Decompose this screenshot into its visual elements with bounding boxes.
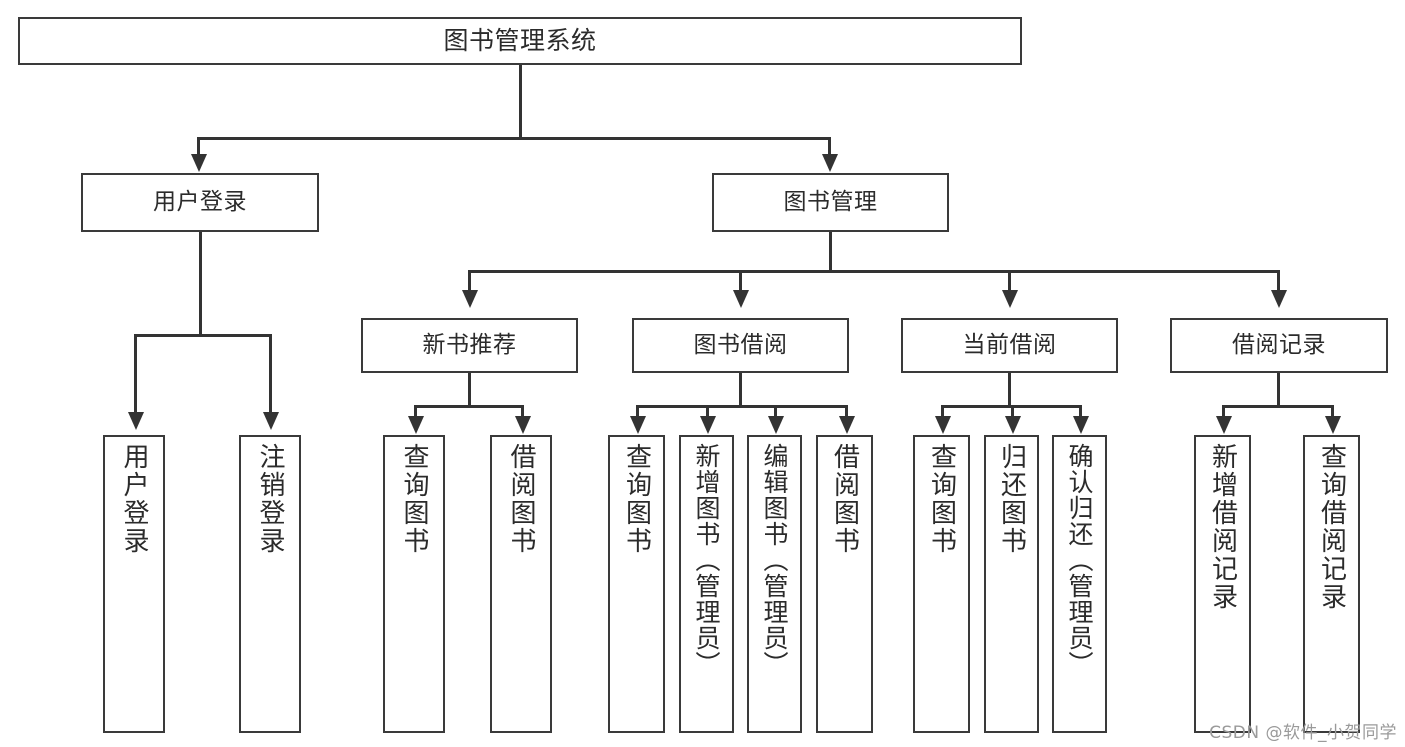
connector-nbr-drop-2 xyxy=(521,405,524,417)
node-new-book-recommend[interactable]: 新书推荐 xyxy=(361,318,578,373)
leaf-user-login[interactable]: 用户登录 xyxy=(103,435,165,733)
connector-user-login-stem xyxy=(199,232,202,336)
node-label: 用户登录 xyxy=(119,443,149,555)
arrow-to-leaf-logout xyxy=(263,412,279,430)
node-label: 借阅图书 xyxy=(829,443,860,555)
leaf-add-borrow-record[interactable]: 新增借阅记录 xyxy=(1194,435,1251,733)
arrow-to-leaf-add-book xyxy=(700,416,716,434)
leaf-edit-book-admin[interactable]: 编辑图书（管理员） xyxy=(747,435,802,733)
leaf-confirm-return-admin[interactable]: 确认归还（管理员） xyxy=(1052,435,1107,733)
node-root-book-management-system[interactable]: 图书管理系统 xyxy=(18,17,1022,65)
csdn-watermark: CSDN @软件_小贺同学 xyxy=(1209,723,1397,743)
arrow-to-leaf-user-login xyxy=(128,412,144,430)
arrow-to-leaf-query-book-1 xyxy=(408,416,424,434)
arrow-to-current-borrow xyxy=(1002,290,1018,308)
connector-br-drop-1 xyxy=(1222,405,1225,417)
node-label: 借阅记录 xyxy=(1232,331,1326,358)
node-label: 注销登录 xyxy=(255,443,285,555)
arrow-to-leaf-query-book-3 xyxy=(935,416,951,434)
connector-root-bar xyxy=(197,137,831,140)
node-label: 新增借阅记录 xyxy=(1207,443,1238,611)
leaf-query-book-borrow[interactable]: 查询图书 xyxy=(608,435,665,733)
node-book-borrow[interactable]: 图书借阅 xyxy=(632,318,849,373)
connector-cb-drop-1 xyxy=(941,405,944,417)
connector-br-drop-2 xyxy=(1331,405,1334,417)
leaf-borrow-book-recommend[interactable]: 借阅图书 xyxy=(490,435,552,733)
arrow-to-leaf-return-book xyxy=(1005,416,1021,434)
node-borrow-records[interactable]: 借阅记录 xyxy=(1170,318,1388,373)
connector-root-stem xyxy=(519,65,522,139)
arrow-to-leaf-confirm-return xyxy=(1073,416,1089,434)
node-label: 查询图书 xyxy=(621,443,652,555)
leaf-return-book[interactable]: 归还图书 xyxy=(984,435,1039,733)
node-label: 编辑图书（管理员） xyxy=(760,443,789,677)
node-label: 查询图书 xyxy=(926,443,957,555)
node-user-login[interactable]: 用户登录 xyxy=(81,173,319,232)
leaf-query-book-recommend[interactable]: 查询图书 xyxy=(383,435,445,733)
arrow-to-new-book-recommend xyxy=(462,290,478,308)
connector-cb-stem xyxy=(1008,373,1011,407)
node-label: 查询借阅记录 xyxy=(1316,443,1347,611)
arrow-to-leaf-borrow-book-2 xyxy=(839,416,855,434)
leaf-query-borrow-record[interactable]: 查询借阅记录 xyxy=(1303,435,1360,733)
connector-user-login-bar xyxy=(134,334,271,337)
node-book-management[interactable]: 图书管理 xyxy=(712,173,949,232)
connector-cb-drop-2 xyxy=(1011,405,1014,417)
connector-user-login-drop-2 xyxy=(269,334,272,414)
node-label: 图书借阅 xyxy=(693,331,788,358)
arrow-to-leaf-add-record xyxy=(1216,416,1232,434)
connector-root-to-user-login xyxy=(197,137,200,156)
connector-nbr-stem xyxy=(468,373,471,407)
connector-br-stem xyxy=(1277,373,1280,407)
leaf-borrow-book[interactable]: 借阅图书 xyxy=(816,435,873,733)
arrow-to-book-management xyxy=(822,154,838,172)
leaf-logout[interactable]: 注销登录 xyxy=(239,435,301,733)
connector-bm-drop-1 xyxy=(468,270,471,292)
connector-nbr-drop-1 xyxy=(414,405,417,417)
node-current-borrow[interactable]: 当前借阅 xyxy=(901,318,1118,373)
leaf-add-book-admin[interactable]: 新增图书（管理员） xyxy=(679,435,734,733)
connector-bm-drop-3 xyxy=(1008,270,1011,292)
connector-br-bar xyxy=(1222,405,1334,408)
node-label: 图书管理系统 xyxy=(443,26,597,55)
connector-nbr-bar xyxy=(414,405,524,408)
connector-root-to-book-management xyxy=(828,137,831,156)
arrow-to-leaf-query-record xyxy=(1325,416,1341,434)
arrow-to-user-login xyxy=(191,154,207,172)
arrow-to-leaf-query-book-2 xyxy=(630,416,646,434)
node-label: 查询图书 xyxy=(399,443,429,555)
arrow-to-leaf-borrow-book-1 xyxy=(515,416,531,434)
connector-bm-drop-2 xyxy=(739,270,742,292)
connector-bb-drop-3 xyxy=(774,405,777,417)
node-label: 确认归还（管理员） xyxy=(1065,443,1094,677)
node-label: 借阅图书 xyxy=(506,443,536,555)
node-label: 图书管理 xyxy=(783,188,878,215)
connector-bb-drop-1 xyxy=(636,405,639,417)
connector-bm-drop-4 xyxy=(1277,270,1280,292)
arrow-to-borrow-records xyxy=(1271,290,1287,308)
connector-book-management-bar xyxy=(468,270,1280,273)
node-label: 当前借阅 xyxy=(962,331,1057,358)
connector-bb-bar xyxy=(636,405,848,408)
connector-bb-drop-4 xyxy=(845,405,848,417)
node-label: 用户登录 xyxy=(153,188,247,215)
connector-user-login-drop-1 xyxy=(134,334,137,414)
leaf-query-book-current[interactable]: 查询图书 xyxy=(913,435,970,733)
node-label: 归还图书 xyxy=(996,443,1027,555)
connector-bb-stem xyxy=(739,373,742,407)
arrow-to-book-borrow xyxy=(733,290,749,308)
arrow-to-leaf-edit-book xyxy=(768,416,784,434)
connector-bb-drop-2 xyxy=(706,405,709,417)
node-label: 新书推荐 xyxy=(422,331,517,358)
connector-cb-drop-3 xyxy=(1079,405,1082,417)
node-label: 新增图书（管理员） xyxy=(692,443,721,677)
connector-book-management-stem xyxy=(829,232,832,272)
